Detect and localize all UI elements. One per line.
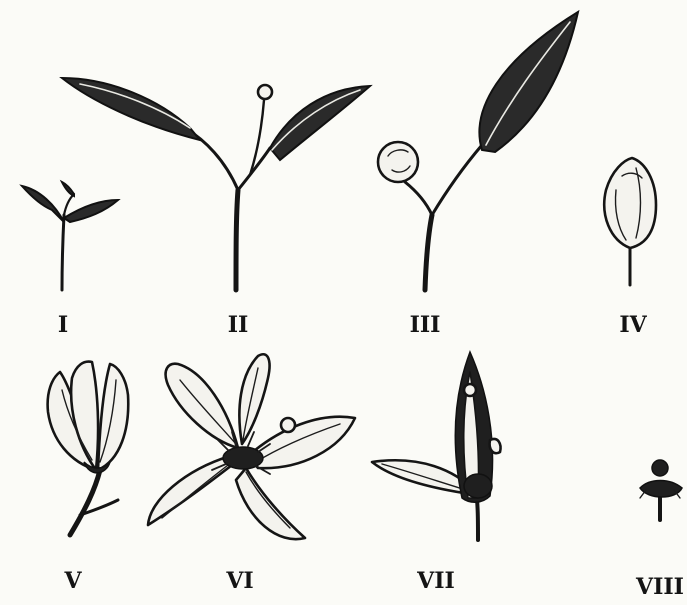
stage-label-1: I xyxy=(58,312,68,338)
stage-3-drawing xyxy=(378,12,578,290)
stage-6-drawing xyxy=(148,354,355,539)
stage-4-drawing xyxy=(604,158,656,285)
stage-8-drawing xyxy=(640,460,682,520)
stage-label-4: IV xyxy=(619,312,647,338)
stage-label-5: V xyxy=(63,568,82,594)
stage-label-8: VIII xyxy=(635,574,684,600)
stage-label-6: VI xyxy=(225,568,253,594)
stage-1-drawing xyxy=(22,182,118,290)
stage-5-drawing xyxy=(48,362,129,535)
stage-label-3: III xyxy=(410,312,441,338)
stage-label-7: VII xyxy=(416,568,455,594)
stage-7-drawing xyxy=(372,352,501,540)
stage-label-2: II xyxy=(228,312,249,338)
stage-2-drawing xyxy=(62,78,370,290)
